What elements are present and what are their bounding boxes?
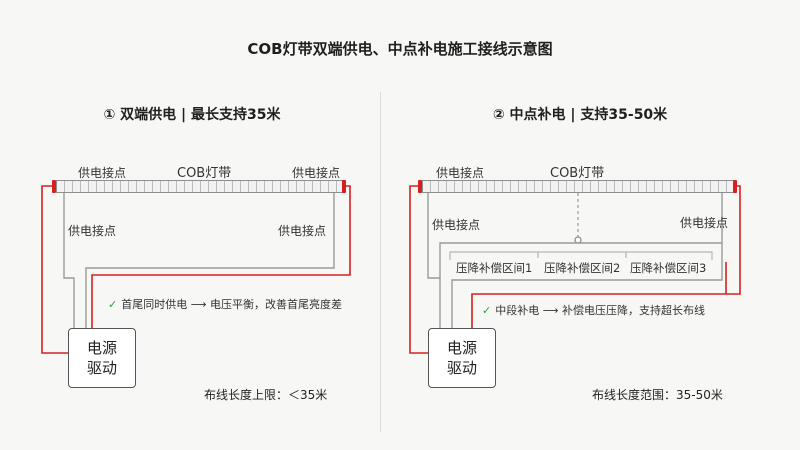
red-wire-left [41, 185, 68, 354]
power-driver-box: 电源 驱动 [428, 328, 496, 388]
check-icon: ✓ [108, 298, 118, 311]
gray-wire-right [85, 193, 335, 328]
contact-label-mid-left: 供电接点 [432, 218, 481, 232]
contact-label-top-right: 供电接点 [292, 166, 341, 180]
strip-end-right [342, 180, 346, 193]
panel-heading: ② 中点补电 | 支持35-50米 [492, 107, 668, 123]
gray-wire-left [427, 193, 441, 328]
gray-wire-left [63, 193, 75, 328]
panel-dual-end-supply: ① 双端供电 | 最长支持35米 COB灯带 供电接点 供电接点 供电接点 供电… [12, 100, 372, 440]
mid-tap-node [574, 236, 582, 244]
strip-end-right [733, 180, 737, 193]
zone-label-2: 压降补偿区间2 [544, 261, 621, 275]
wiring-diagram [409, 185, 741, 354]
panel-divider [380, 92, 381, 432]
zone-label-1: 压降补偿区间1 [456, 261, 533, 275]
zone-bracket [449, 251, 713, 260]
contact-label-top-left: 供电接点 [436, 166, 485, 180]
power-driver-box: 电源 驱动 [68, 328, 136, 388]
contact-label-top-left: 供电接点 [78, 166, 127, 180]
note-dual-end: ✓首尾同时供电 ⟶ 电压平衡，改善首尾亮度差 [108, 296, 342, 312]
note-text: 中段补电 ⟶ 补偿电压压降，支持超长布线 [495, 304, 705, 317]
page-title: COB灯带双端供电、中点补电施工接线示意图 [247, 40, 553, 58]
strip-end-left [52, 180, 56, 193]
zone-label-3: 压降补偿区间3 [630, 261, 707, 275]
panel-midpoint-supply: ② 中点补电 | 支持35-50米 COB灯带 供电接点 供电接点 供电接点 压… [400, 100, 760, 440]
length-limit: 布线长度上限：＜35米 [204, 388, 328, 402]
cob-light-strip [56, 180, 344, 193]
gray-wire-right [451, 193, 723, 328]
panel-heading: ① 双端供电 | 最长支持35米 [103, 107, 281, 123]
note-midpoint: ✓中段补电 ⟶ 补偿电压压降，支持超长布线 [482, 302, 705, 318]
contact-label-mid-left: 供电接点 [68, 224, 117, 238]
strip-label: COB灯带 [550, 166, 605, 181]
red-wire-left [409, 185, 430, 354]
cob-light-strip [422, 180, 736, 193]
strip-end-left [418, 180, 422, 193]
strip-label: COB灯带 [177, 166, 232, 181]
check-icon: ✓ [482, 304, 492, 317]
wiring-diagram [41, 185, 351, 354]
contact-label-mid-right: 供电接点 [680, 216, 729, 230]
red-wire-right [91, 185, 351, 328]
length-range: 布线长度范围：35-50米 [592, 388, 723, 402]
note-text: 首尾同时供电 ⟶ 电压平衡，改善首尾亮度差 [121, 298, 342, 311]
gray-wire-zone [439, 242, 578, 278]
contact-label-mid-right: 供电接点 [278, 224, 327, 238]
red-wire-right [471, 185, 741, 328]
